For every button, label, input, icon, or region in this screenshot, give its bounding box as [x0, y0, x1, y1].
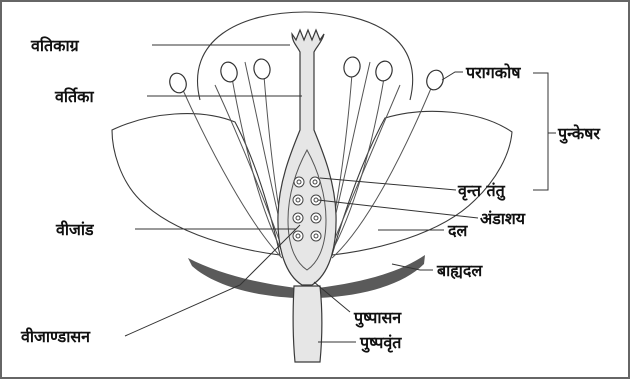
label-pedicel: पुष्पवृंत [359, 333, 402, 353]
anther-icon [342, 56, 361, 78]
anther-icon [252, 58, 271, 80]
label-placenta: वीजाण्डासन [20, 327, 91, 346]
pedicel-stalk [293, 286, 322, 362]
label-stigma: वतिकाग्र [30, 36, 80, 55]
sepal-left [188, 258, 296, 298]
label-filament: वृन्त तंतु [457, 181, 506, 201]
anther-icon [219, 60, 240, 83]
label-ovary: अंडाशय [480, 209, 526, 228]
pistil [278, 30, 336, 285]
sepal-right [318, 255, 425, 298]
label-petal: दल [447, 221, 468, 240]
label-sepal: बाह्यदल [436, 261, 483, 280]
anther-icon [374, 59, 395, 82]
label-style: वर्तिका [54, 87, 94, 106]
anther-icon [167, 71, 189, 95]
label-thalamus: पुष्पासन [353, 308, 402, 328]
label-ovule: वीजांड [55, 220, 95, 239]
label-anther: परागकोष [465, 63, 521, 82]
petal-left [112, 114, 280, 255]
label-stamen: पुन्केषर [557, 124, 601, 144]
